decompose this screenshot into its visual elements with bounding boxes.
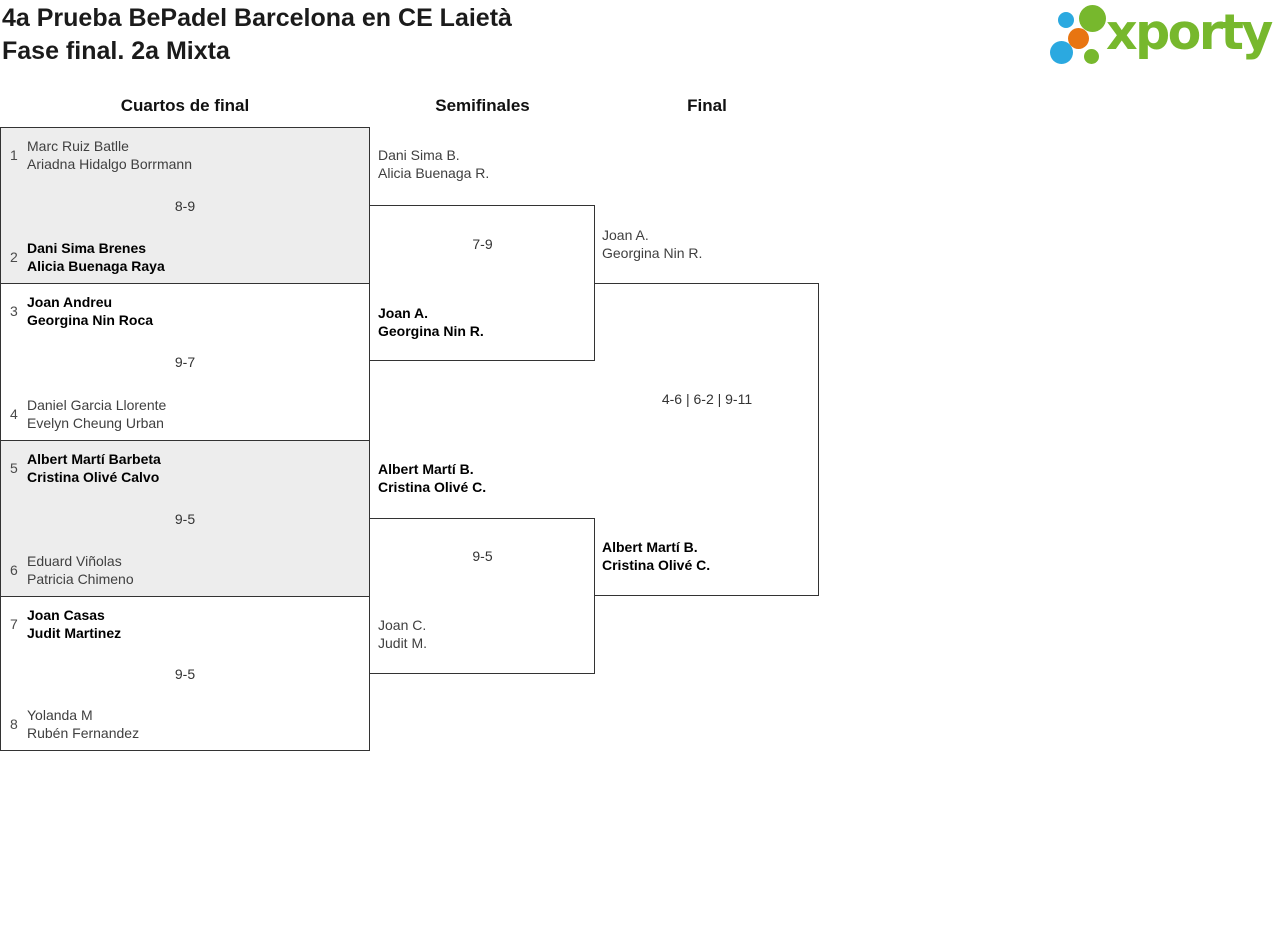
team-pair: Eduard Viñolas Patricia Chimeno (27, 552, 134, 588)
team-pair: Joan Andreu Georgina Nin Roca (27, 293, 153, 329)
seed-number: 6 (10, 562, 18, 578)
match-score: 8-9 (174, 197, 196, 214)
semifinal-1-team-b: Joan A. Georgina Nin R. (378, 304, 484, 340)
semifinal-2-score: 9-5 (472, 548, 493, 564)
match-score: 9-5 (174, 510, 196, 527)
player-name: Ariadna Hidalgo Borrmann (27, 156, 192, 172)
seed-number: 1 (10, 147, 18, 163)
round-header-quarterfinals: Cuartos de final (120, 96, 250, 115)
logo-dot-blue-large (1050, 41, 1073, 64)
semifinal-2-team-a: Albert Martí B. Cristina Olivé C. (378, 460, 486, 496)
team-pair: Daniel Garcia Llorente Evelyn Cheung Urb… (27, 396, 166, 432)
player-name: Marc Ruiz Batlle (27, 138, 129, 154)
semifinal-2-team-b: Joan C. Judit M. (378, 616, 427, 652)
player-name: Albert Martí B. (602, 539, 698, 555)
player-name: Albert Martí Barbeta (27, 451, 161, 467)
player-name: Albert Martí B. (378, 461, 474, 477)
player-name: Joan Casas (27, 607, 105, 623)
team-pair: Yolanda M Rubén Fernandez (27, 706, 139, 742)
final-team-b: Albert Martí B. Cristina Olivé C. (602, 538, 710, 574)
player-name: Dani Sima Brenes (27, 240, 147, 256)
page-title-line-2: Fase final. 2a Mixta (2, 37, 230, 65)
player-name: Evelyn Cheung Urban (27, 415, 164, 431)
xporty-logo[interactable]: xporty (1050, 0, 1274, 70)
team-pair: Dani Sima Brenes Alicia Buenaga Raya (27, 239, 165, 275)
quarterfinal-match-4[interactable]: 7 Joan Casas Judit Martinez 9-5 8 Yoland… (0, 596, 370, 751)
round-header-final: Final (687, 96, 727, 115)
final-score: 4-6 | 6-2 | 9-11 (661, 391, 753, 407)
quarterfinal-match-1[interactable]: 1 Marc Ruiz Batlle Ariadna Hidalgo Borrm… (0, 127, 370, 284)
player-name: Joan Andreu (27, 294, 113, 310)
semifinal-1-match-box[interactable] (370, 205, 595, 361)
player-name: Yolanda M (27, 707, 93, 723)
logo-dot-green-large (1079, 5, 1106, 32)
logo-dot-orange (1068, 28, 1089, 49)
match-score: 9-7 (174, 354, 196, 370)
player-name: Patricia Chimeno (27, 571, 134, 587)
player-name: Alicia Buenaga Raya (27, 258, 165, 274)
page-title-line-1: 4a Prueba BePadel Barcelona en CE Laietà (2, 4, 512, 32)
player-name: Alicia Buenaga R. (378, 165, 490, 181)
player-name: Joan A. (378, 305, 429, 321)
round-header-semifinals: Semifinales (435, 96, 530, 115)
player-name: Judit Martinez (27, 625, 122, 641)
logo-dot-green-small (1084, 49, 1099, 64)
logo-dot-blue-small (1058, 12, 1074, 28)
team-pair: Albert Martí Barbeta Cristina Olivé Calv… (27, 450, 161, 486)
team-pair: Joan Casas Judit Martinez (27, 606, 121, 642)
quarterfinal-match-3[interactable]: 5 Albert Martí Barbeta Cristina Olivé Ca… (0, 440, 370, 597)
player-name: Cristina Olivé C. (378, 479, 487, 495)
match-score: 9-5 (174, 665, 196, 682)
team-pair: Marc Ruiz Batlle Ariadna Hidalgo Borrman… (27, 137, 192, 173)
player-name: Judit M. (378, 635, 428, 651)
semifinal-1-team-a: Dani Sima B. Alicia Buenaga R. (378, 146, 489, 182)
player-name: Cristina Olivé Calvo (27, 469, 160, 485)
seed-number: 7 (10, 616, 18, 632)
player-name: Georgina Nin R. (378, 323, 484, 339)
semifinal-2-match-box[interactable] (370, 518, 595, 674)
seed-number: 4 (10, 406, 18, 422)
final-match-box[interactable] (595, 283, 819, 596)
player-name: Georgina Nin R. (602, 245, 703, 261)
logo-text: xporty (1106, 4, 1273, 61)
player-name: Joan A. (602, 227, 649, 243)
seed-number: 3 (10, 303, 18, 319)
player-name: Eduard Viñolas (27, 553, 122, 569)
player-name: Joan C. (378, 617, 427, 633)
semifinal-1-score: 7-9 (472, 236, 493, 252)
seed-number: 8 (10, 716, 18, 732)
player-name: Rubén Fernandez (27, 725, 140, 741)
player-name: Dani Sima B. (378, 147, 460, 163)
page-title: 4a Prueba BePadel Barcelona en CE Laietà… (2, 2, 512, 68)
player-name: Cristina Olivé C. (602, 557, 711, 573)
player-name: Daniel Garcia Llorente (27, 397, 167, 413)
seed-number: 5 (10, 460, 18, 476)
final-team-a: Joan A. Georgina Nin R. (602, 226, 702, 262)
player-name: Georgina Nin Roca (27, 312, 154, 328)
quarterfinal-match-2[interactable]: 3 Joan Andreu Georgina Nin Roca 9-7 4 Da… (0, 283, 370, 441)
seed-number: 2 (10, 249, 18, 265)
